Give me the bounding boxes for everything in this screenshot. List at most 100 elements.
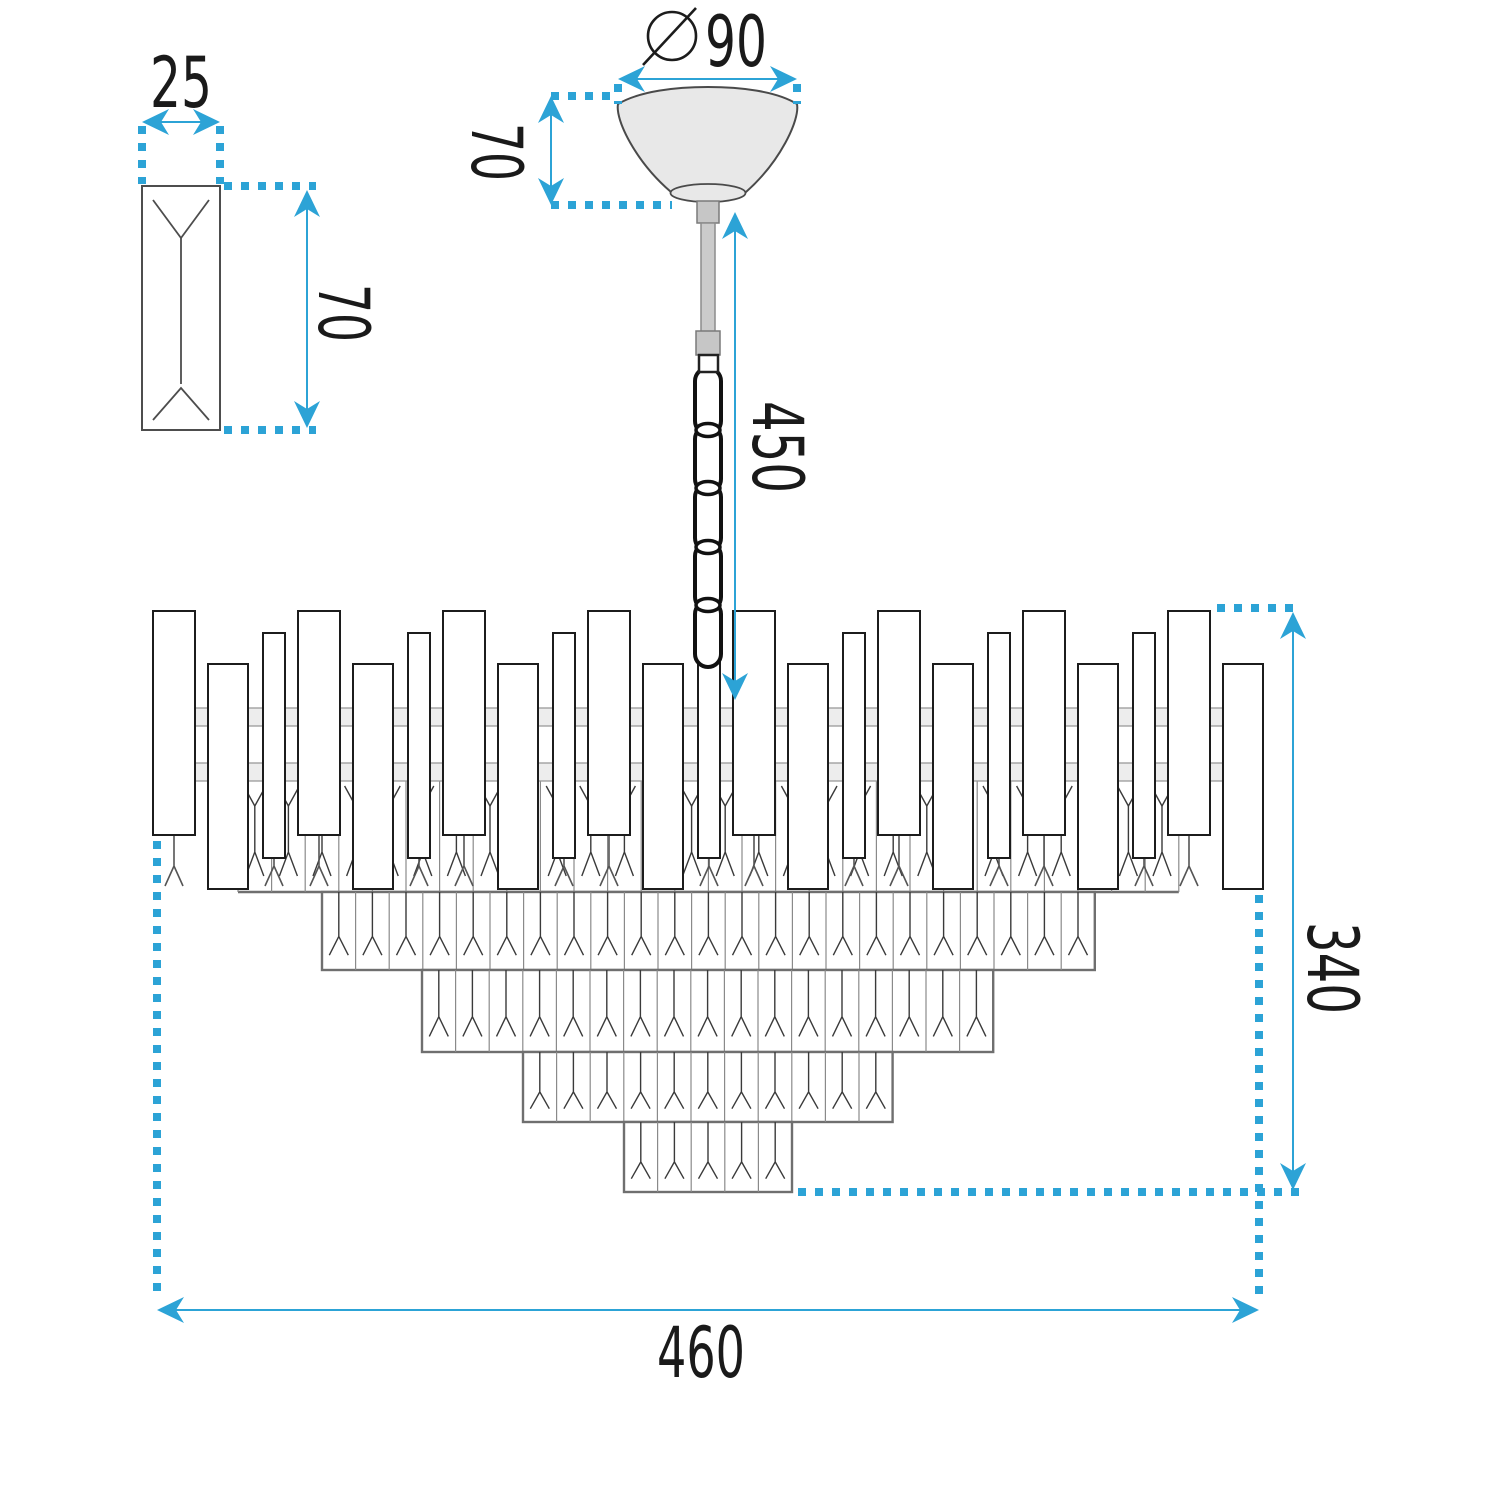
prism-drop <box>764 970 785 1037</box>
prism-drop <box>1134 858 1154 887</box>
dimension-annotations <box>138 66 1306 1323</box>
prism-drop <box>697 1122 719 1180</box>
prism-drop <box>731 892 753 956</box>
prism-drop <box>463 892 484 956</box>
dimension-arrowhead <box>618 66 645 92</box>
crystal-plate <box>1022 610 1066 836</box>
dimension-arrowhead <box>722 673 748 700</box>
dimension-arrowhead <box>1280 1163 1306 1190</box>
canopy-connector <box>696 200 720 224</box>
crystal-plate <box>552 632 576 859</box>
crystal-plate <box>1132 632 1156 859</box>
crystal-plate <box>1222 663 1264 890</box>
prism-drop <box>1118 806 1139 877</box>
prism-drop <box>362 892 383 956</box>
prism-drop <box>899 970 920 1037</box>
prism-drop <box>699 858 719 887</box>
crystal-plate <box>842 632 866 859</box>
prism-drop <box>529 1052 550 1110</box>
prism-drop <box>932 970 953 1037</box>
prism-drop <box>664 1052 685 1110</box>
dimension-arrowhead <box>770 66 797 92</box>
crystal-plate <box>352 663 394 890</box>
crystal-plate <box>587 610 631 836</box>
crystal-plate <box>642 663 684 890</box>
prism-drop <box>164 835 184 887</box>
prism-drop <box>496 892 517 956</box>
prism-drop <box>1152 806 1172 877</box>
prism-drop <box>765 1122 786 1180</box>
crystal-plate <box>1077 663 1119 890</box>
dimension-arrowhead <box>294 190 320 217</box>
chain-loop <box>697 353 720 374</box>
crystal-plate <box>442 610 486 836</box>
chain-link-joint <box>694 538 722 556</box>
prism-drop <box>596 970 617 1037</box>
prism-drop <box>599 835 619 887</box>
prism-drop <box>866 892 887 956</box>
dimension-arrowhead <box>538 178 564 205</box>
pendant-tiers <box>320 890 1096 1194</box>
chain-link-joint <box>694 596 722 614</box>
prism-drop <box>1034 892 1055 956</box>
detail-height-label: 70 <box>302 284 384 342</box>
crystal-plate <box>1167 610 1211 836</box>
crystal-plate <box>297 610 341 836</box>
crystal-plate <box>987 632 1011 859</box>
prism-drop <box>765 892 786 956</box>
prism-drop <box>454 835 474 887</box>
prism-drop <box>1179 835 1199 887</box>
prism-drop <box>462 970 483 1037</box>
crystal-plate <box>497 663 539 890</box>
suspension-chain <box>693 366 723 669</box>
prism-drop <box>798 970 819 1037</box>
prism-drop <box>865 1052 886 1110</box>
dimension-labels: 90 25 70 70 450 340 460 <box>150 1 1373 1394</box>
chain-link-joint <box>694 421 722 439</box>
prism-drop <box>563 1052 584 1110</box>
prism-drop <box>529 970 550 1037</box>
prism-drop <box>731 970 752 1037</box>
prism-drop <box>899 892 921 956</box>
crystal-plate <box>877 610 921 836</box>
prism-drop <box>663 970 685 1037</box>
crystal-plate <box>207 663 249 890</box>
prism-drop <box>865 970 886 1037</box>
prism-drop <box>933 892 954 956</box>
prism-drop <box>429 892 450 956</box>
crystal-plate <box>407 632 431 859</box>
prism-drop <box>409 858 429 887</box>
prism-drop <box>309 835 329 887</box>
canopy-body <box>616 85 799 193</box>
crystal-plate <box>152 610 196 836</box>
body-height-label: 340 <box>1291 922 1373 1014</box>
crystal-detail <box>141 185 221 431</box>
prism-drop <box>698 892 719 956</box>
prism-drop <box>630 1122 651 1180</box>
prism-drop <box>664 1122 685 1180</box>
dimension-arrowhead <box>193 109 220 135</box>
ceiling-canopy <box>616 85 799 374</box>
prism-drop <box>664 892 685 956</box>
suspension-rod <box>700 222 716 334</box>
crystal-plate <box>262 632 286 859</box>
chain-link-joint <box>694 479 722 497</box>
dimension-arrowhead <box>722 212 748 239</box>
prism-drop <box>264 858 284 887</box>
prism-drop <box>530 892 551 956</box>
prism-drop <box>832 1052 853 1110</box>
prism-drop <box>697 970 718 1037</box>
prism-drop <box>596 1052 618 1110</box>
prism-drop <box>631 892 652 956</box>
prism-drop <box>889 835 909 887</box>
canopy-diameter-label: 90 <box>705 1 767 83</box>
prism-drop <box>967 892 988 956</box>
crystal-plate-band <box>152 610 1264 890</box>
rod-coupler <box>695 330 721 356</box>
prism-drop <box>328 892 349 956</box>
canopy-bottom-rim <box>669 183 747 203</box>
prism-drop <box>715 806 735 877</box>
dimension-arrowhead <box>1280 612 1306 639</box>
dimension-arrowhead <box>142 109 169 135</box>
prism-drop <box>764 1052 786 1110</box>
